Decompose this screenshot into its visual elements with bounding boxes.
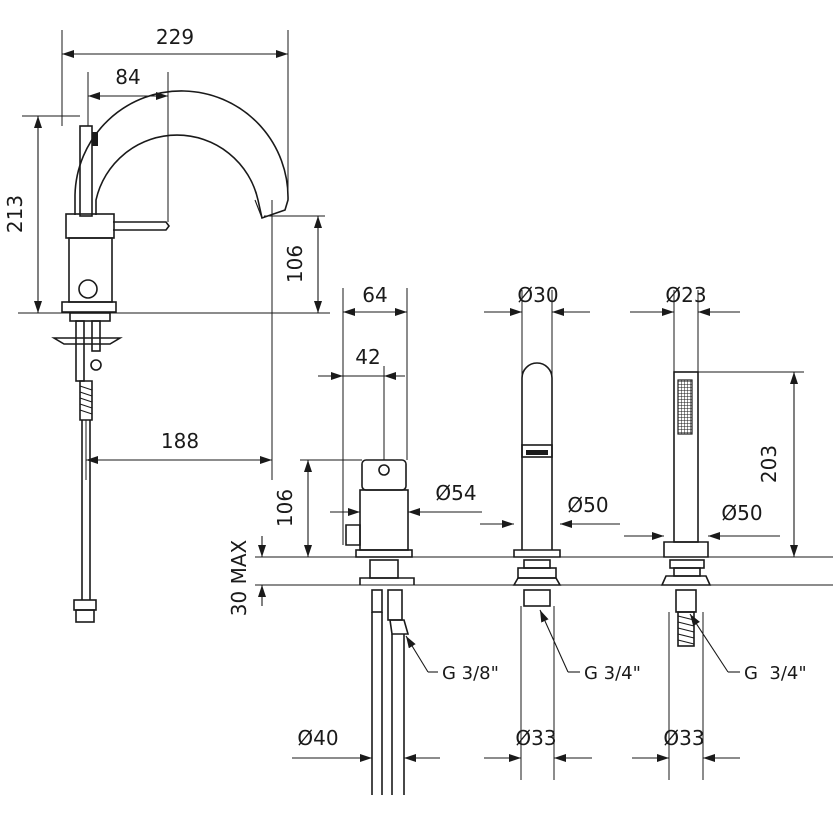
dim-label-d50-shower: Ø50 bbox=[721, 501, 762, 525]
dim-shower-hole: Ø33 bbox=[632, 726, 740, 762]
dim-shower-top: Ø23 bbox=[630, 283, 740, 372]
dim-label-d30: Ø30 bbox=[517, 283, 558, 307]
dim-label-106-mixer: 106 bbox=[273, 489, 297, 527]
label-g38: G 3/8" bbox=[442, 663, 499, 684]
dim-label-d33-shower: Ø33 bbox=[663, 726, 704, 750]
dim-label-d54: Ø54 bbox=[435, 481, 476, 505]
label-g34-diverter: G 3/4" bbox=[584, 663, 641, 684]
spout-view bbox=[51, 90, 289, 623]
dim-mixer-width: 64 bbox=[342, 283, 408, 545]
dim-shower-base: Ø50 bbox=[624, 501, 780, 540]
callout-mixer-connection: G 3/8" bbox=[405, 635, 499, 684]
dim-label-84: 84 bbox=[115, 65, 140, 89]
dim-deck-thickness: 30 MAX bbox=[227, 536, 266, 616]
dim-spout-reach: 84 bbox=[87, 65, 169, 222]
dim-label-229: 229 bbox=[156, 25, 194, 49]
dim-label-d50-diverter: Ø50 bbox=[567, 493, 608, 517]
dim-mixer-hole: Ø40 bbox=[292, 726, 440, 762]
callout-diverter-connection: G 3/4" bbox=[539, 609, 641, 684]
dim-shower-height: 203 bbox=[698, 371, 804, 557]
dim-spout-to-mixer: 188 bbox=[85, 200, 273, 480]
dim-mixer-lever: 42 bbox=[318, 345, 405, 460]
dim-spout-width: 229 bbox=[61, 25, 289, 200]
dim-label-188: 188 bbox=[161, 429, 199, 453]
shower-view bbox=[660, 371, 712, 780]
dim-diverter-base: Ø50 bbox=[480, 493, 620, 528]
dim-label-d33-diverter: Ø33 bbox=[515, 726, 556, 750]
dim-label-42: 42 bbox=[355, 345, 380, 369]
dim-label-203: 203 bbox=[757, 445, 781, 483]
dim-spout-outlet-height: 106 bbox=[264, 215, 325, 313]
dim-label-64: 64 bbox=[362, 283, 387, 307]
dim-diverter-hole: Ø33 bbox=[484, 726, 592, 762]
dim-diverter-top: Ø30 bbox=[484, 283, 590, 378]
dim-label-d40: Ø40 bbox=[297, 726, 338, 750]
dim-label-106-outlet: 106 bbox=[283, 245, 307, 283]
dim-spout-height: 213 bbox=[3, 115, 80, 313]
dim-label-d23: Ø23 bbox=[665, 283, 706, 307]
label-g34-shower: G 3/4" bbox=[744, 663, 807, 684]
dim-mixer-base: Ø54 bbox=[330, 481, 482, 516]
dim-mixer-height: 106 bbox=[273, 459, 362, 557]
callout-shower-connection: G 3/4" bbox=[689, 613, 807, 684]
dim-label-213: 213 bbox=[3, 195, 27, 233]
dim-label-30max: 30 MAX bbox=[227, 539, 251, 616]
diverter-view bbox=[512, 362, 562, 780]
mixer-view bbox=[345, 459, 415, 795]
